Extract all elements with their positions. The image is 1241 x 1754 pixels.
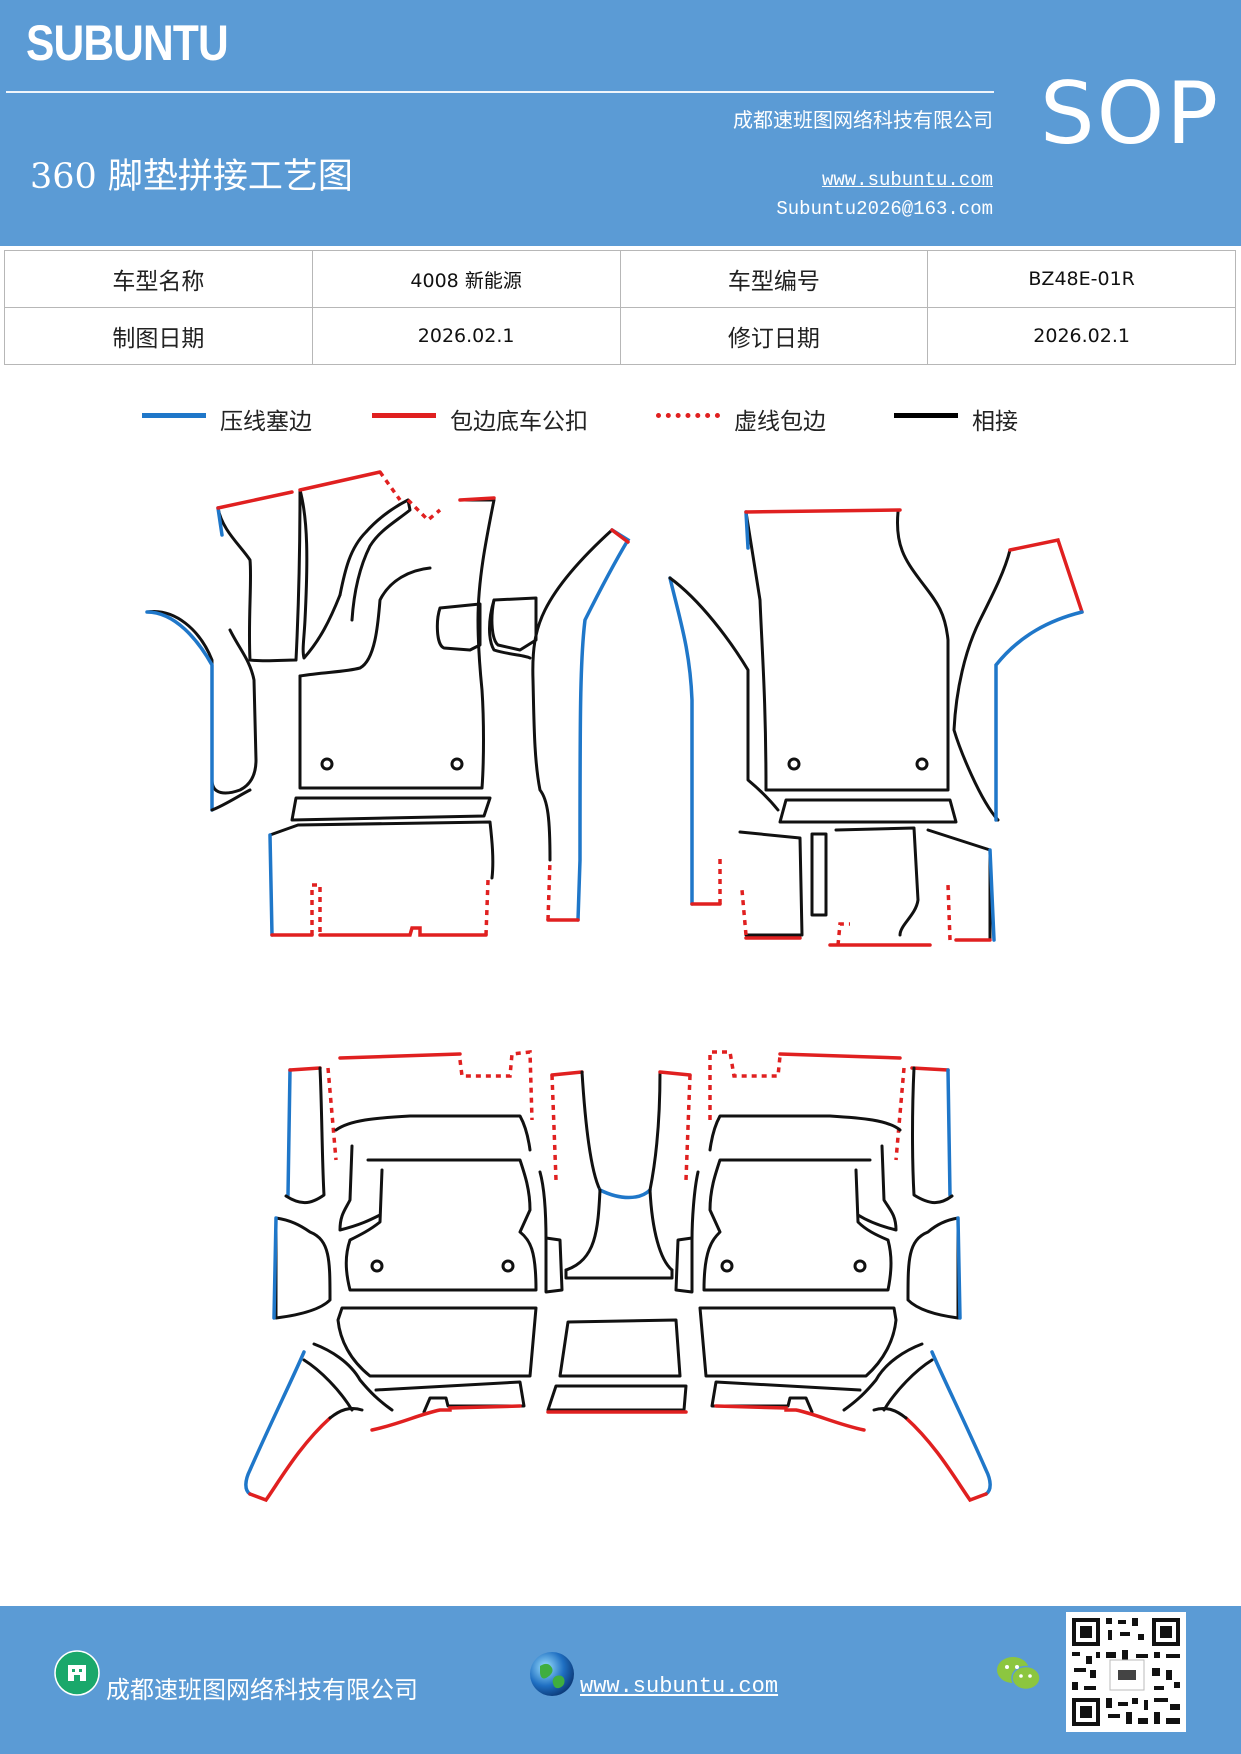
brand-logo: SUBUNTU <box>26 15 229 71</box>
info-table: 车型名称 4008 新能源 车型编号 BZ48E-01R 制图日期 2026.0… <box>4 250 1236 365</box>
page-title: 360 脚垫拼接工艺图 <box>30 157 353 197</box>
model-name-label: 车型名称 <box>4 250 313 308</box>
header-divider <box>6 91 994 93</box>
floor-mat-diagram: .k { fill:none; stroke:#111; stroke-widt… <box>145 470 1084 1503</box>
table-row: 车型名称 4008 新能源 车型编号 BZ48E-01R <box>4 250 1236 308</box>
drawing-date-label: 制图日期 <box>4 307 313 365</box>
revision-date-label: 修订日期 <box>619 307 929 365</box>
footer-company: 成都速班图网络科技有限公司 <box>106 1676 418 1704</box>
footer-website-link[interactable]: www.subuntu.com <box>580 1674 779 1699</box>
front-left-mat <box>145 470 631 937</box>
model-code-label: 车型编号 <box>619 250 929 308</box>
company-icon <box>54 1650 100 1696</box>
revision-date-value: 2026.02.1 <box>927 307 1236 365</box>
website-link[interactable]: www.subuntu.com <box>821 169 993 191</box>
email-address: Subuntu2026@163.com <box>776 198 993 220</box>
legend-label: 相接 <box>972 409 1018 435</box>
legend-label: 压线塞边 <box>220 409 312 435</box>
rear-mat <box>244 1050 992 1503</box>
legend-swatch-blue <box>142 413 206 418</box>
legend-label: 包边底车公扣 <box>450 409 588 435</box>
drawing-date-value: 2026.02.1 <box>311 307 621 365</box>
legend: 压线塞边 包边底车公扣 虚线包边 相接 <box>0 402 1241 436</box>
table-row: 制图日期 2026.02.1 修订日期 2026.02.1 <box>4 307 1236 365</box>
qr-code <box>1066 1612 1186 1732</box>
legend-swatch-red <box>372 413 436 418</box>
footer: 成都速班图网络科技有限公司 www.subuntu.com <box>0 1606 1241 1754</box>
model-name-value: 4008 新能源 <box>311 250 621 308</box>
legend-label: 虚线包边 <box>734 409 826 435</box>
sop-badge: SOP <box>1040 64 1221 164</box>
legend-swatch-red-dotted <box>656 413 720 418</box>
header: SUBUNTU 成都速班图网络科技有限公司 360 脚垫拼接工艺图 www.su… <box>0 0 1241 246</box>
wechat-icon[interactable] <box>996 1654 1042 1694</box>
company-name: 成都速班图网络科技有限公司 <box>733 108 993 132</box>
front-right-mat <box>668 508 1084 947</box>
model-code-value: BZ48E-01R <box>927 250 1236 308</box>
legend-swatch-black <box>894 413 958 418</box>
globe-icon <box>530 1652 574 1696</box>
